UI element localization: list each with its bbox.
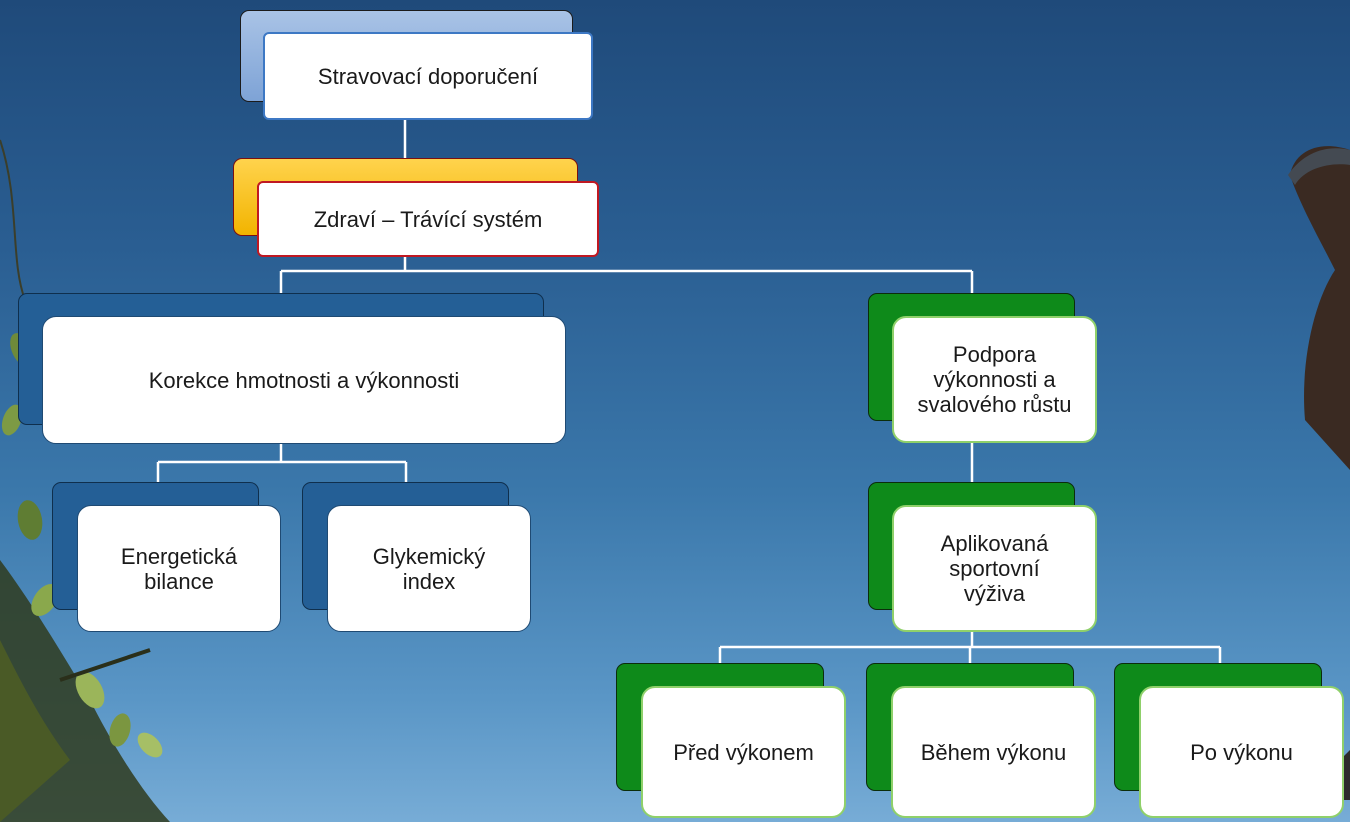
foliage-decoration: [0, 139, 170, 822]
node-health-label: Zdraví – Trávící systém: [257, 181, 599, 257]
athlete-silhouette: [1288, 146, 1350, 800]
node-glycemic-label: Glykemický index: [327, 505, 531, 632]
node-nutrition-label: Aplikovaná sportovní výživa: [892, 505, 1097, 632]
node-root-label: Stravovací doporučení: [263, 32, 593, 120]
node-during-label: Během výkonu: [891, 686, 1096, 818]
node-energy-label: Energetická bilance: [77, 505, 281, 632]
node-support-label: Podpora výkonnosti a svalového růstu: [892, 316, 1097, 443]
node-before-label: Před výkonem: [641, 686, 846, 818]
node-after-label: Po výkonu: [1139, 686, 1344, 818]
node-weight-label: Korekce hmotnosti a výkonnosti: [42, 316, 566, 444]
